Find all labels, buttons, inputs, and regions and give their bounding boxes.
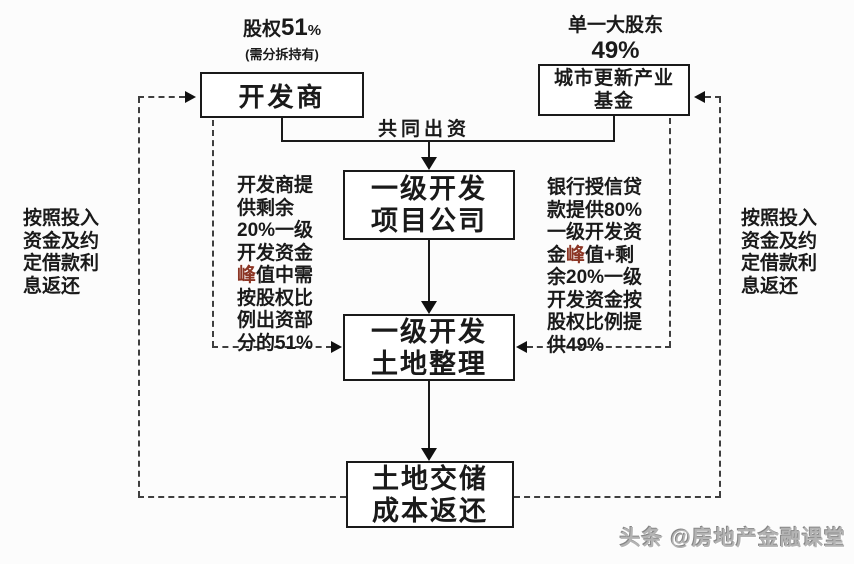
dash-inner-right-bottom [527, 346, 671, 348]
dash-outer-left-bottom [138, 496, 346, 498]
equity-label-line1: 股权51% [242, 14, 322, 41]
note-repayment-right: 按照投入资金及约定借款利息返还 [741, 208, 818, 297]
dash-inner-left-bottom [212, 346, 332, 348]
arrow-into-land-right-icon [516, 341, 527, 353]
connector-joint-bar [281, 140, 615, 142]
connector-developer-down [281, 118, 283, 142]
arrow-down-to-land-icon [421, 301, 437, 314]
note-bank-credit: 银行授信贷款提供80%一级开发资金峰值+剩余20%一级开发资金按股权比例提供49… [547, 177, 643, 356]
note-repayment-left: 按照投入资金及约定借款利息返还 [23, 208, 100, 297]
box-urban-renewal-fund: 城市更新产业 基金 [538, 64, 690, 116]
box-developer: 开发商 [200, 72, 364, 118]
arrow-into-fund-icon [694, 91, 705, 103]
arrow-into-developer-icon [185, 91, 196, 103]
dash-inner-left-vertical [212, 120, 214, 347]
connector-land-to-return [428, 381, 430, 449]
shareholder-label: 单一大股东 49% [538, 10, 693, 65]
shareholder-label-line1: 单一大股东 [567, 15, 663, 36]
connector-fund-down [613, 116, 615, 142]
dash-outer-right-vertical [719, 97, 721, 497]
watermark: 头条 @房地产金融课堂 [619, 527, 846, 550]
dash-outer-left-vertical [138, 97, 140, 497]
connector-project-to-land [428, 240, 430, 302]
connector-joint-down [428, 140, 430, 159]
box-primary-dev-land-consolidation: 一级开发 土地整理 [343, 314, 515, 381]
box-primary-dev-project-company: 一级开发 项目公司 [343, 170, 515, 240]
arrow-down-to-return-icon [421, 448, 437, 461]
box-land-transfer-cost-return: 土地交储 成本返还 [346, 461, 514, 528]
arrow-into-land-left-icon [331, 341, 342, 353]
equity-label-note: (需分拆持有) [245, 47, 319, 62]
dash-outer-right-bottom [514, 496, 721, 498]
dash-outer-left-top [138, 96, 185, 98]
shareholder-label-value: 49% [591, 37, 640, 64]
arrow-down-to-project-icon [421, 157, 437, 170]
joint-funding-label: 共同出资 [378, 119, 471, 140]
dash-outer-right-top [705, 96, 721, 98]
dash-inner-right-vertical [669, 118, 671, 347]
equity-label: 股权51% (需分拆持有) [192, 14, 372, 63]
